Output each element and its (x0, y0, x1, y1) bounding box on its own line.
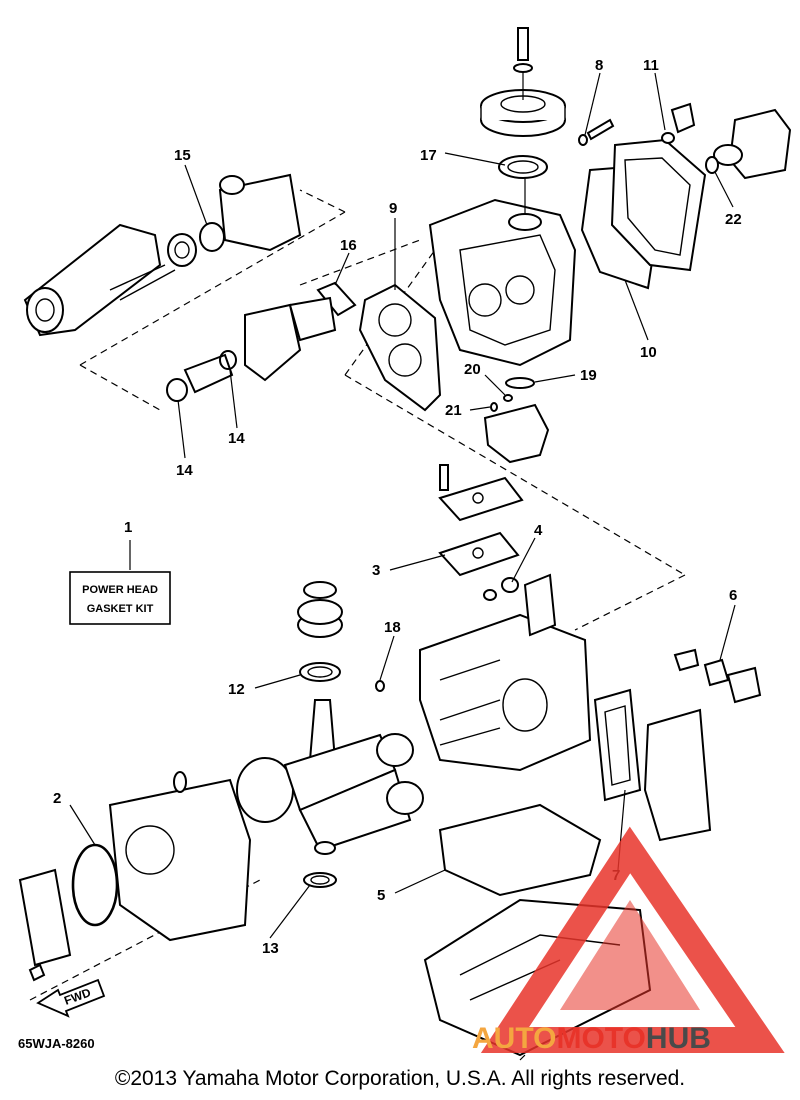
callout-6: 6 (729, 587, 737, 604)
svg-text:AUTOMOTOHUB: AUTOMOTOHUB (472, 1022, 711, 1055)
callout-3: 3 (372, 562, 380, 579)
cylinder-block-upper (428, 175, 577, 367)
callout-4: 4 (534, 522, 543, 539)
intake-manifold (166, 296, 337, 402)
side-cover (643, 648, 762, 842)
callout-14b: 14 (228, 430, 245, 447)
callout-17: 17 (420, 147, 437, 164)
callout-11: 11 (643, 57, 659, 74)
callout-10: 10 (640, 344, 657, 361)
callout-12: 12 (228, 681, 245, 698)
watermark-part2: MOTO (556, 1022, 645, 1055)
reference-code: 65WJA-8260 (18, 1036, 95, 1051)
callout-2: 2 (53, 790, 61, 807)
callout-19: 19 (580, 367, 597, 384)
callout-22: 22 (725, 211, 742, 228)
cover-gasket-10 (580, 138, 707, 290)
callout-18: 18 (384, 619, 401, 636)
crankshaft-pistons (236, 699, 424, 855)
watermark-part1: AUTO (472, 1022, 556, 1055)
callout-21: 21 (445, 402, 462, 419)
callout-8: 8 (595, 57, 603, 74)
bearing-stack (297, 581, 385, 692)
pump-housing (483, 377, 550, 464)
callout-numbers: 1 2 3 4 5 6 7 8 9 10 11 12 13 14 14 15 1… (53, 57, 742, 957)
crankcase-block (419, 573, 592, 772)
kit-label-line2: GASKET KIT (87, 603, 154, 615)
callout-9: 9 (389, 200, 397, 217)
small-parts-upper (498, 118, 615, 179)
gasket-7 (593, 688, 642, 802)
copyright-notice: ©2013 Yamaha Motor Corporation, U.S.A. A… (114, 1067, 686, 1090)
thermostat-cover (661, 102, 792, 180)
flywheel-assembly (480, 27, 566, 137)
crankcase-half (108, 771, 252, 942)
carburetor (167, 173, 302, 267)
gasket-kit-label: POWER HEAD GASKET KIT (69, 571, 171, 625)
seal-13 (303, 872, 337, 888)
callout-16: 16 (340, 237, 357, 254)
callout-1: 1 (124, 519, 132, 536)
callout-15: 15 (174, 147, 191, 164)
intake-silencer (23, 223, 176, 337)
watermark-part3: HUB (646, 1022, 711, 1055)
head-gasket-9 (358, 283, 442, 412)
kit-label-line1: POWER HEAD (82, 584, 158, 596)
cover-plate-3 (438, 464, 524, 577)
forward-arrow: FWD (36, 978, 106, 1018)
callout-13: 13 (262, 940, 279, 957)
callout-20: 20 (464, 361, 481, 378)
watermark-logo: AUTOMOTOHUB (472, 826, 785, 1055)
cover-2 (18, 843, 119, 982)
callout-5: 5 (377, 887, 385, 904)
callout-14a: 14 (176, 462, 193, 479)
